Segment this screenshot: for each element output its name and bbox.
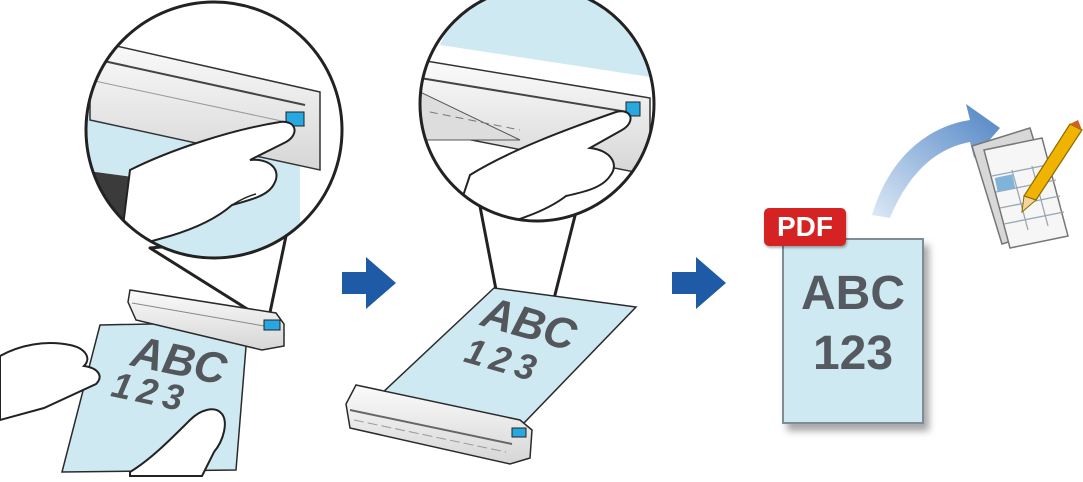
flow-arrow-icon [672, 257, 726, 309]
document-text-123: 123 [784, 330, 922, 378]
scan-button [512, 428, 526, 437]
scan-feeding-illustration: ABC 123 [346, 0, 670, 464]
pdf-badge: PDF [764, 208, 846, 246]
scan-button [264, 320, 280, 330]
pdf-document-icon: ABC 123 [782, 238, 924, 424]
flow-arrow-icon [342, 257, 396, 309]
scan-start-illustration: ABC 123 [0, 0, 350, 476]
document-text-abc: ABC [784, 270, 922, 318]
